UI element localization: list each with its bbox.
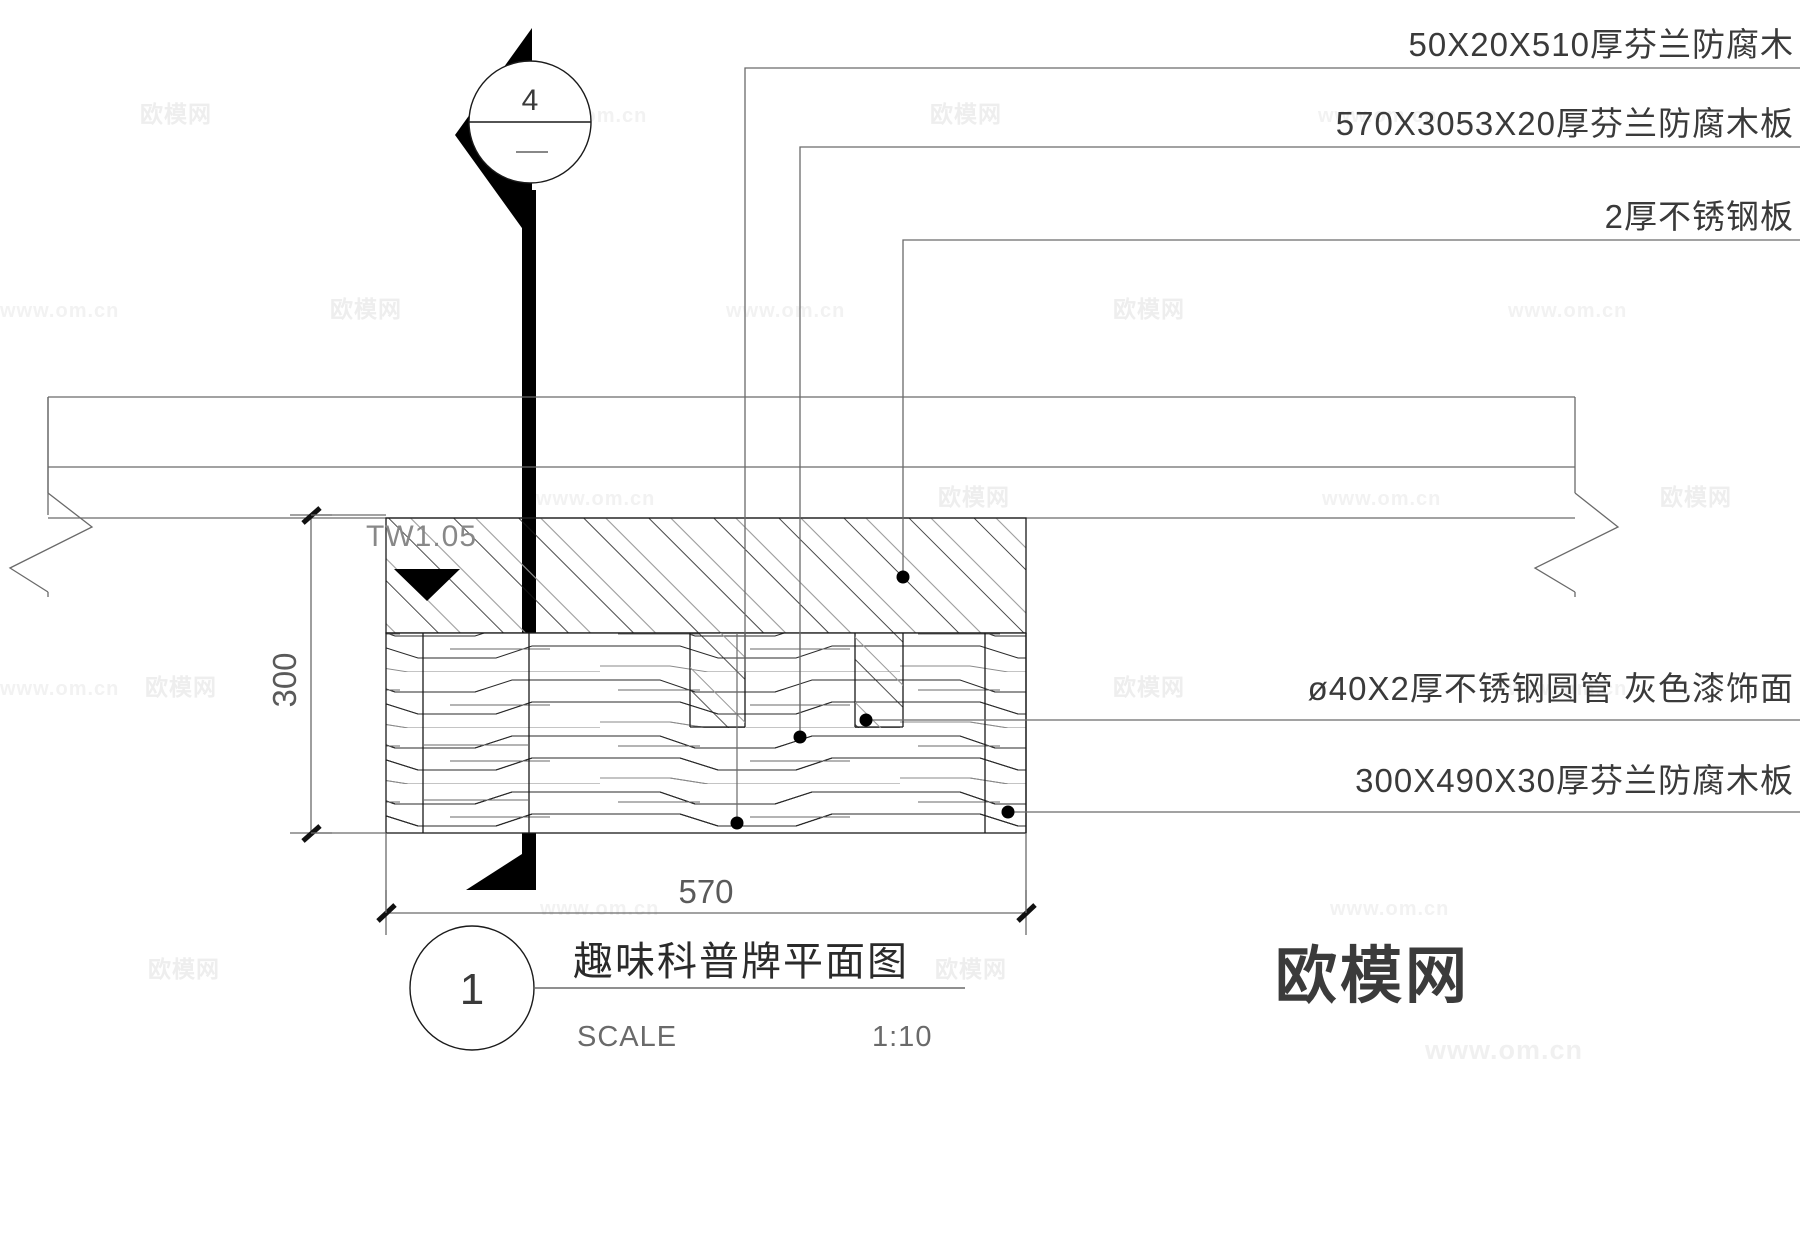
wall-lines-horizontal-right [1427,396,1575,519]
leader-dot-note-5 [1001,805,1015,819]
note-label-4: ø40X2厚不锈钢圆管 灰色漆饰面 [1308,670,1794,707]
sign-top-hatched-band [385,517,1027,634]
title-block-bubble [409,925,965,1051]
leader-dot-note-4 [859,713,873,727]
wall-break-left [8,397,94,597]
leader-dot-interior-b [730,816,744,830]
leader-dot-interior-a [793,730,807,744]
note-label-3: 2厚不锈钢板 [1605,198,1794,235]
note-label-5: 300X490X30厚芬兰防腐木板 [1355,762,1794,799]
note-label-1: 50X20X510厚芬兰防腐木 [1409,26,1795,63]
elevation-tag-label: TW1.05 [366,520,477,553]
watermark-url-large: www.om.cn [1425,1035,1584,1065]
scale-label: SCALE [577,1021,677,1053]
sign-slot-a-grain [423,744,529,801]
section-marker-number: 4 [522,84,539,117]
scale-value: 1:10 [872,1021,932,1053]
elevation-triangle-marker [394,569,460,601]
dimension-vertical-300 [290,506,386,843]
dimension-horizontal-570 [376,833,1037,935]
section-marker [455,28,592,242]
watermark-brand-large: 欧模网 [1275,942,1471,1011]
leader-line-note-1 [744,67,1800,672]
leader-stems-interior [736,633,801,820]
dimension-horizontal-value: 570 [678,873,733,910]
detail-number: 1 [460,965,484,1014]
dimension-vertical-value: 300 [266,652,303,707]
leader-line-note-2 [799,146,1800,730]
wall-break-right [1533,397,1620,597]
wall-lines-horizontal [48,396,1427,519]
leader-dot-note-3 [896,570,910,584]
sign-slot-hatch-inserts [690,633,903,728]
drawing-title: 趣味科普牌平面图 [573,940,909,984]
leader-line-note-3 [902,239,1800,577]
note-label-2: 570X3053X20厚芬兰防腐木板 [1336,105,1794,142]
